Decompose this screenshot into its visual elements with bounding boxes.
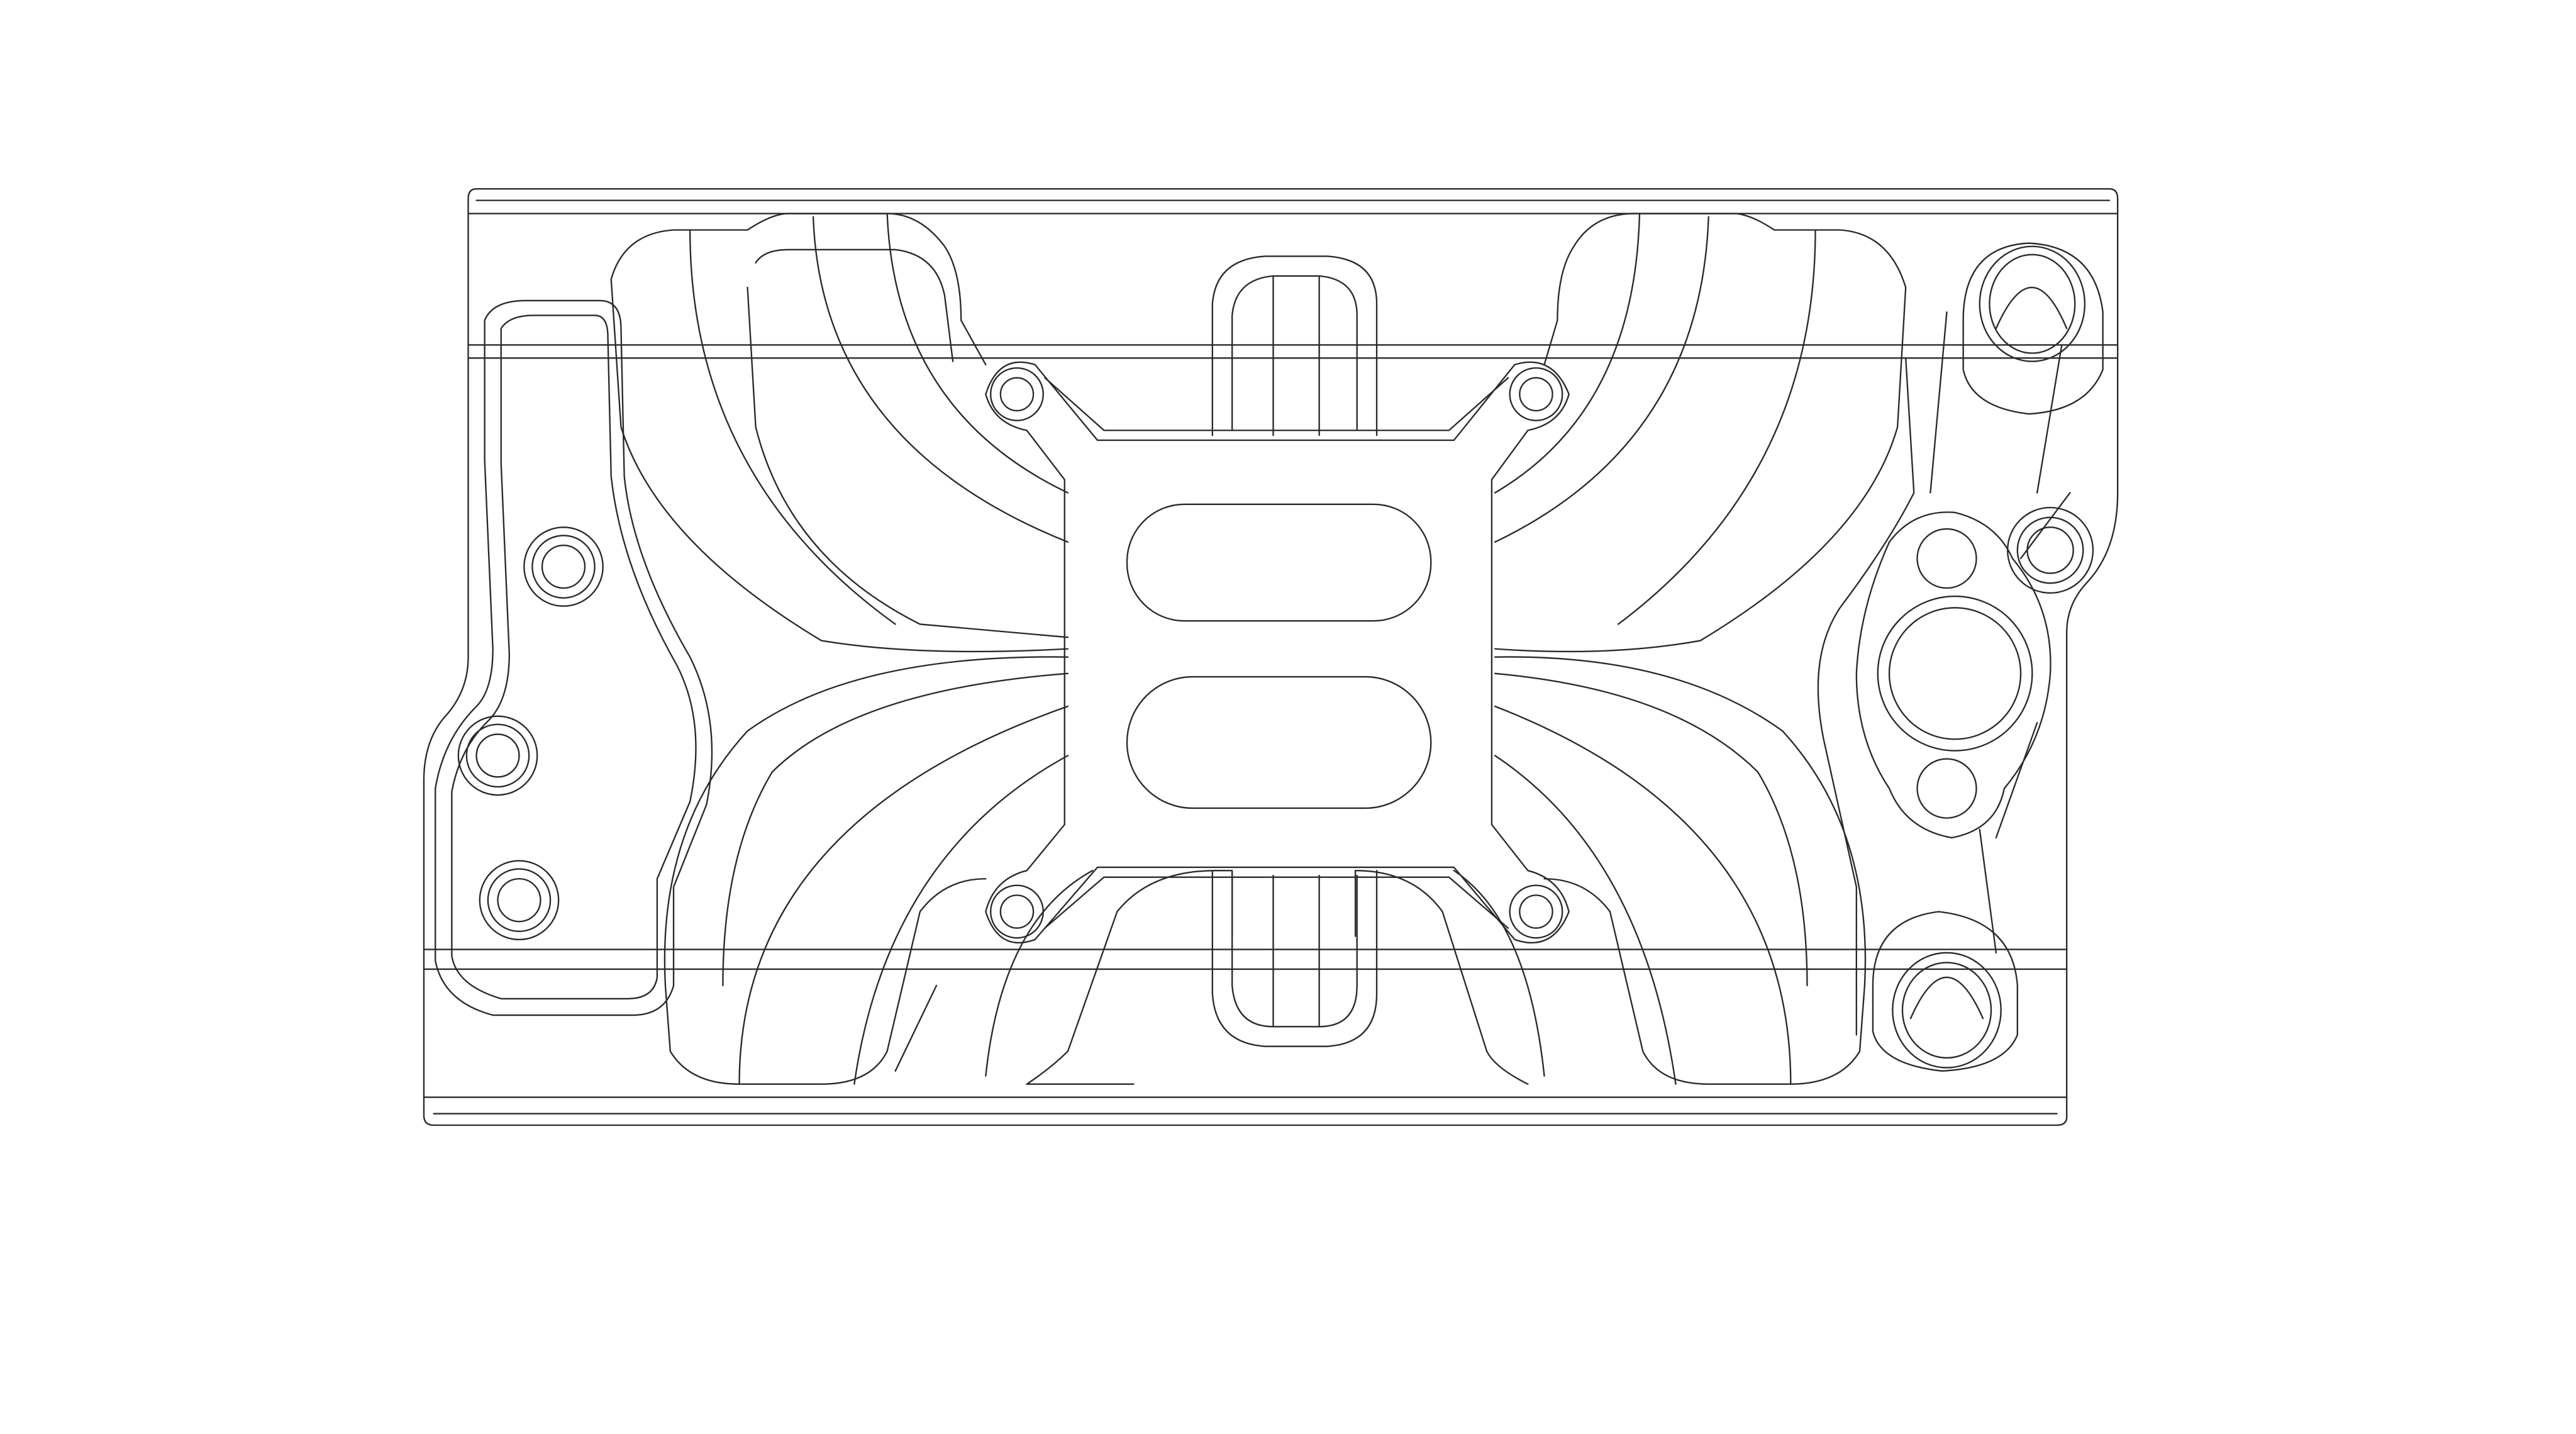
- top-right-boss: [1962, 242, 2104, 415]
- carb-bolt-hole: [1509, 884, 1563, 939]
- left-passage-inner: [451, 314, 697, 1000]
- water-neck-flange: [1855, 511, 2051, 839]
- right-passage: [1817, 311, 2071, 1036]
- flange-bolt-hole: [1916, 758, 1977, 819]
- runner-top-left: [610, 213, 1069, 653]
- runner-bottom-mid-left: [1026, 870, 1233, 1085]
- carburetor-pad-inner: [1044, 377, 1509, 929]
- carb-bolt-hole: [1509, 367, 1563, 421]
- runner-bottom-mid-right: [1354, 870, 1529, 1085]
- mount-boss: [457, 715, 538, 796]
- runner-bottom-left: [663, 656, 1069, 1085]
- carburetor-bore-rear: [1126, 675, 1432, 809]
- bottom-right-boss: [1872, 911, 2019, 1072]
- carb-bolt-hole: [990, 367, 1044, 421]
- runner-top-right: [1494, 213, 1907, 653]
- water-outlet: [1877, 595, 2033, 752]
- center-bridge-bottom: [1211, 870, 1378, 1047]
- runner-top-left-section: [689, 213, 1069, 625]
- carb-bolt-hole: [990, 884, 1044, 939]
- mount-boss: [479, 860, 560, 941]
- runner-bottom-right-section: [1453, 705, 1792, 1085]
- base-plate-outline: [423, 188, 2119, 1126]
- runner-top-right-section: [1494, 213, 1816, 625]
- left-passage: [435, 299, 713, 1016]
- carburetor-pad: [985, 361, 1570, 944]
- mount-boss: [523, 526, 604, 607]
- runner-bottom-left-section: [738, 705, 1094, 1085]
- center-bridge-top: [1211, 255, 1378, 436]
- runner-top-left-inner: [747, 248, 1069, 638]
- mount-boss: [2006, 506, 2094, 594]
- carburetor-bore-front: [1126, 503, 1432, 622]
- runner-bottom-right: [1494, 656, 1867, 1085]
- flange-bolt-hole: [1916, 528, 1977, 589]
